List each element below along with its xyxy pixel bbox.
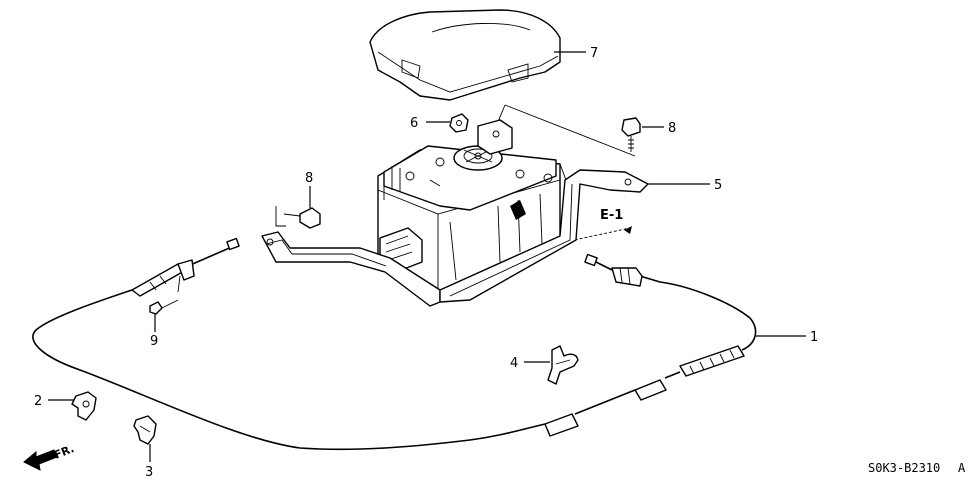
cable-clip: [547, 345, 579, 385]
callout-6: 6: [410, 116, 450, 131]
callout-5: 5: [648, 178, 722, 193]
callout-8-right-label: 8: [668, 121, 676, 136]
flange-bolt-left: [275, 206, 321, 229]
drawing-revision-label: A: [958, 461, 966, 475]
callout-2-label: 2: [34, 394, 42, 409]
section-reference[interactable]: E-1: [600, 208, 632, 234]
callout-2: 2: [34, 394, 74, 409]
callout-8-left-label: 8: [305, 171, 313, 186]
callout-3: 3: [145, 444, 153, 480]
callout-8-left: 8: [305, 171, 313, 208]
callout-7: 7: [554, 46, 598, 61]
cable-holder: [71, 391, 97, 421]
callout-4: 4: [510, 356, 550, 371]
bolt-9: [149, 299, 179, 315]
clip-nut: [449, 113, 469, 133]
callout-1-label: 1: [810, 330, 818, 345]
drawing-code-label: S0K3-B2310: [868, 461, 940, 475]
callout-6-label: 6: [410, 116, 418, 131]
callout-3-label: 3: [145, 465, 153, 480]
callout-5-label: 5: [714, 178, 722, 193]
callout-9: 9: [150, 314, 158, 349]
actuator-bracket: [261, 163, 649, 307]
flange-bolt-right: [621, 117, 641, 152]
callout-4-label: 4: [510, 356, 518, 371]
clip-3: [133, 415, 157, 445]
callout-1: 1: [756, 330, 818, 345]
drawing-code: S0K3-B2310 A: [868, 461, 966, 475]
callout-9-label: 9: [150, 334, 158, 349]
front-direction-label: FR.: [52, 442, 76, 462]
callout-7-label: 7: [590, 46, 598, 61]
front-direction-indicator: FR.: [23, 442, 76, 471]
section-reference-label[interactable]: E-1: [600, 208, 623, 223]
callout-8-right: 8: [642, 121, 676, 136]
actuator-cover: [369, 9, 561, 101]
cruise-cable: [32, 237, 757, 451]
front-arrow-icon: [23, 449, 58, 471]
